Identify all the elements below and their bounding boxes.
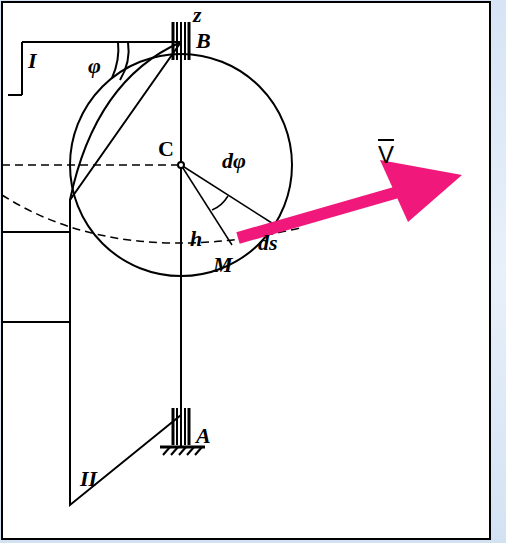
panel [2,2,490,539]
plane-label: II [80,468,97,490]
plane-label: I [28,50,37,72]
velocity-arrow [238,160,462,238]
bearing-label: A [196,425,211,447]
vector-label: V [378,143,394,167]
angle-label: φ [88,55,101,77]
bearing-label: B [196,30,211,52]
axis-label: z [193,4,202,26]
angle-label: dφ [222,150,246,172]
point-label: M [213,254,233,276]
distance-label: h [190,228,202,250]
center-label: C [158,138,174,160]
arc-label: ds [258,232,278,254]
sphere-drawing [2,22,300,505]
